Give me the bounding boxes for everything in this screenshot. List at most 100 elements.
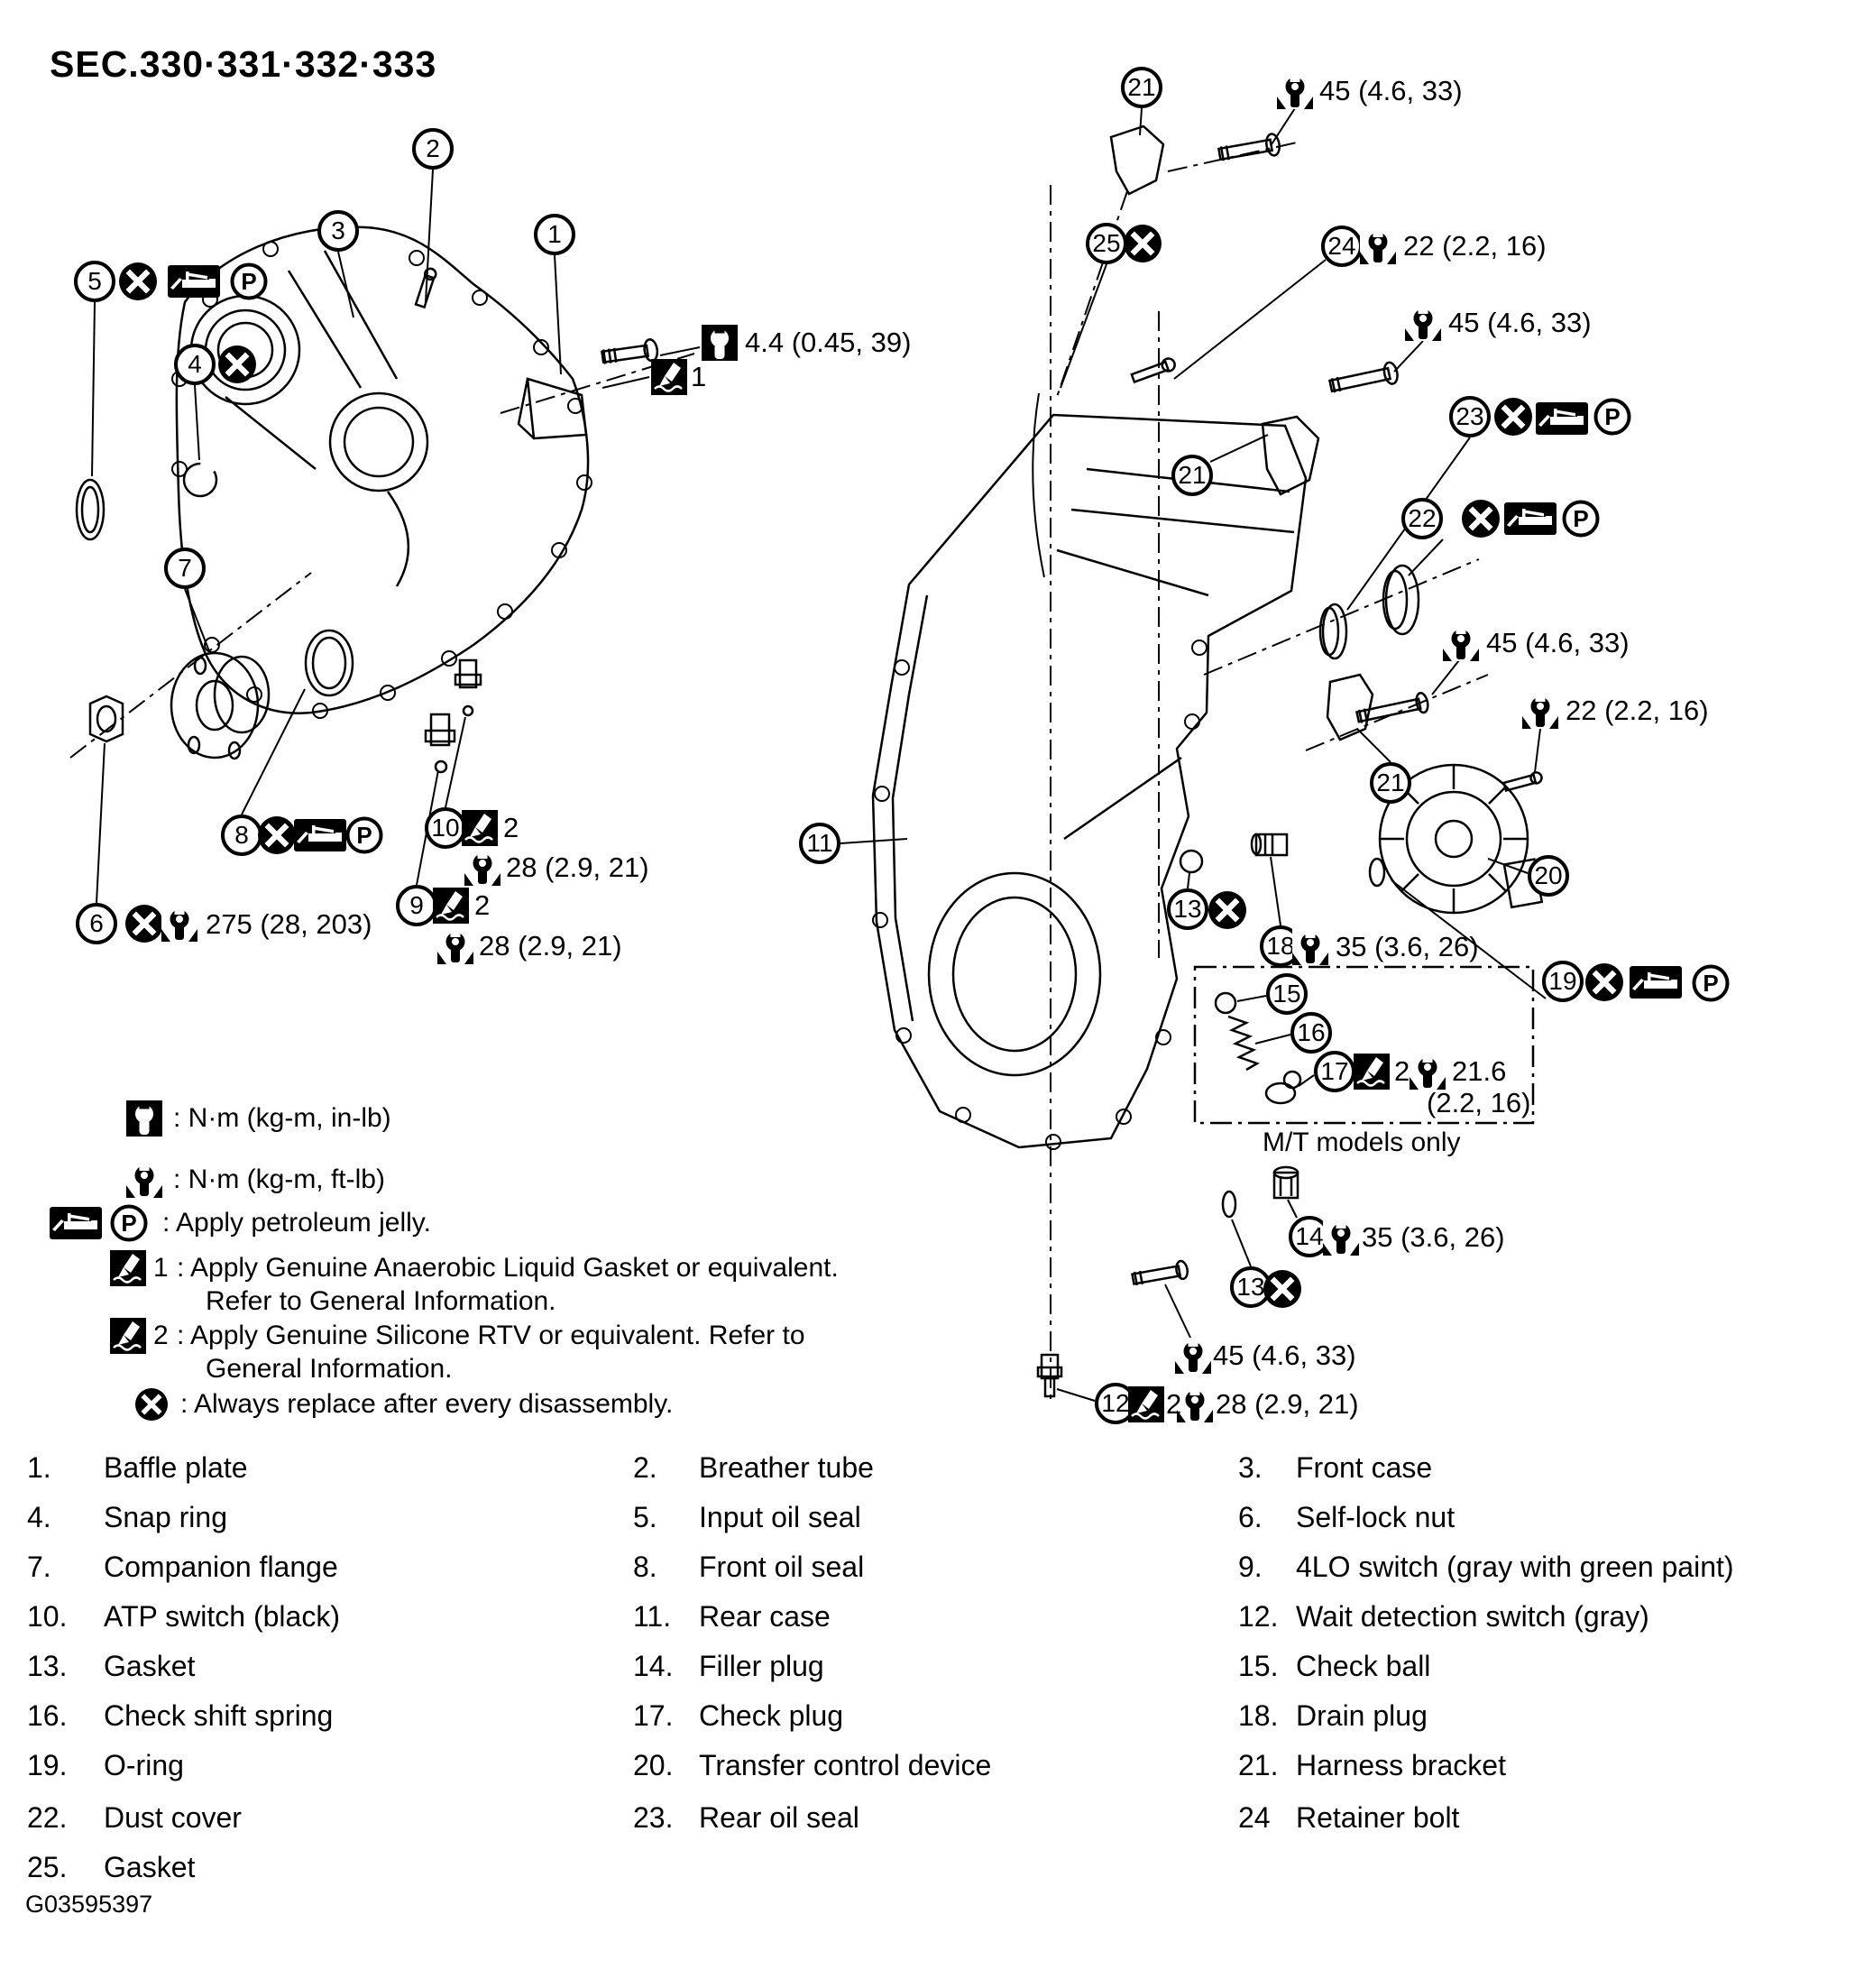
legend-anaerobic-2: Refer to General Information. — [206, 1286, 556, 1316]
legend-anaerobic-num: 1 — [153, 1253, 169, 1283]
p-icon: P — [1692, 964, 1730, 1002]
callout-21c: 21 — [1370, 762, 1411, 804]
replace-icon — [258, 816, 296, 854]
torque-label: 275 (28, 203) — [206, 908, 372, 940]
torque-label: 45 (4.6, 33) — [1213, 1339, 1356, 1371]
callout-7: 7 — [164, 548, 206, 589]
sealant-icon — [433, 888, 469, 924]
torque-inlb-wrench-icon — [702, 325, 738, 361]
torque-label: 28 (2.9, 21) — [506, 851, 649, 883]
torque-label: 45 (4.6, 33) — [1448, 307, 1592, 338]
leader-lines — [91, 107, 1547, 1402]
torque-label: 4.4 (0.45, 39) — [745, 327, 912, 358]
torque-ftlb-wrench-icon — [1292, 929, 1328, 965]
callout-1: 1 — [534, 214, 575, 255]
sealant-number: 2 — [474, 889, 491, 921]
p-icon: P — [110, 1204, 148, 1242]
replace-icon — [119, 262, 157, 300]
callout-4: 4 — [174, 344, 216, 385]
p-icon: P — [345, 816, 383, 854]
torque-ftlb-wrench-icon — [1323, 1219, 1359, 1256]
legend-silicone: : Apply Genuine Silicone RTV or equivale… — [177, 1321, 805, 1350]
torque-label: 22 (2.2, 16) — [1566, 695, 1709, 726]
legend-anaerobic: : Apply Genuine Anaerobic Liquid Gasket … — [177, 1253, 839, 1283]
torque-ftlb-wrench-icon — [1277, 73, 1313, 109]
torque-ftlb-wrench-icon — [437, 928, 473, 964]
callout-19: 19 — [1542, 961, 1584, 1002]
callout-22: 22 — [1401, 498, 1443, 539]
sealant-number: 2 — [1394, 1055, 1410, 1087]
callout-17: 17 — [1314, 1051, 1355, 1092]
replace-icon — [1263, 1270, 1301, 1308]
callout-13a: 13 — [1167, 888, 1208, 930]
sealant-icon — [1354, 1054, 1390, 1090]
sealant-icon — [651, 359, 687, 395]
callout-5: 5 — [74, 261, 115, 302]
petroleum-jelly-icon — [1504, 502, 1557, 535]
callout-25: 25 — [1086, 223, 1127, 264]
legend-silicone-num: 2 — [153, 1321, 169, 1350]
torque-label: 35 (3.6, 26) — [1336, 931, 1479, 962]
petroleum-jelly-icon — [50, 1207, 102, 1239]
petroleum-jelly-icon — [1536, 402, 1588, 435]
replace-icon — [1494, 398, 1532, 436]
callout-21b: 21 — [1171, 455, 1213, 496]
sealant-icon — [110, 1250, 146, 1286]
replace-icon — [1124, 225, 1162, 262]
torque-label: 28 (2.9, 21) — [479, 930, 622, 962]
legend-petroleum: : Apply petroleum jelly. — [162, 1208, 431, 1238]
mt-models-box — [1193, 965, 1535, 1125]
callout-3: 3 — [317, 210, 359, 252]
torque-label: 21.6 — [1452, 1055, 1507, 1087]
torque-ftlb-wrench-icon — [1175, 1338, 1211, 1374]
legend-replace: : Always replace after every disassembly… — [180, 1389, 674, 1419]
svg-text:P: P — [1573, 505, 1588, 532]
callout-11: 11 — [799, 823, 840, 864]
callout-16: 16 — [1290, 1012, 1332, 1054]
callout-23: 23 — [1449, 396, 1491, 437]
torque-ftlb-wrench-icon — [464, 850, 500, 886]
callout-20: 20 — [1528, 855, 1569, 897]
legend-inlb: : N·m (kg-m, in-lb) — [173, 1103, 391, 1133]
torque-ftlb-wrench-icon — [1410, 1054, 1446, 1090]
petroleum-jelly-icon — [1630, 966, 1682, 999]
petroleum-jelly-icon — [168, 265, 220, 298]
svg-text:P: P — [121, 1210, 136, 1237]
svg-text:P: P — [1703, 970, 1718, 997]
sealant-number: 2 — [503, 812, 519, 843]
legend-ftlb: : N·m (kg-m, ft-lb) — [173, 1164, 385, 1194]
replace-icon — [135, 1388, 168, 1421]
page-title: SEC.330·331·332·333 — [50, 43, 437, 85]
torque-ftlb-wrench-icon — [1405, 305, 1441, 341]
sealant-icon — [110, 1318, 146, 1354]
replace-icon — [1462, 500, 1500, 538]
replace-icon — [218, 345, 256, 383]
mt-models-label: M/T models only — [1263, 1127, 1461, 1157]
torque-label: (2.2, 16) — [1427, 1087, 1531, 1118]
torque-label: 28 (2.9, 21) — [1216, 1388, 1359, 1420]
callout-15: 15 — [1266, 973, 1308, 1015]
svg-text:P: P — [356, 822, 372, 849]
p-icon: P — [230, 262, 268, 300]
petroleum-jelly-icon — [294, 819, 346, 851]
torque-ftlb-wrench-icon — [126, 1162, 162, 1198]
callout-21a: 21 — [1121, 67, 1162, 108]
sealant-number: 1 — [691, 361, 707, 392]
torque-label: 45 (4.6, 33) — [1486, 627, 1630, 658]
p-icon: P — [1562, 500, 1600, 538]
torque-label: 22 (2.2, 16) — [1403, 230, 1547, 262]
svg-text:P: P — [241, 268, 256, 295]
p-icon: P — [1593, 398, 1631, 436]
callout-2: 2 — [412, 128, 454, 170]
callout-8: 8 — [221, 815, 262, 856]
sealant-icon — [1128, 1386, 1164, 1422]
callout-6: 6 — [76, 903, 117, 944]
sealant-icon — [462, 810, 498, 846]
callout-9: 9 — [396, 885, 437, 926]
svg-text:P: P — [1604, 403, 1620, 430]
rear-case-art — [871, 124, 1544, 1398]
torque-label: 45 (4.6, 33) — [1319, 75, 1463, 106]
torque-label: 35 (3.6, 26) — [1362, 1221, 1505, 1253]
replace-icon — [1208, 891, 1246, 929]
